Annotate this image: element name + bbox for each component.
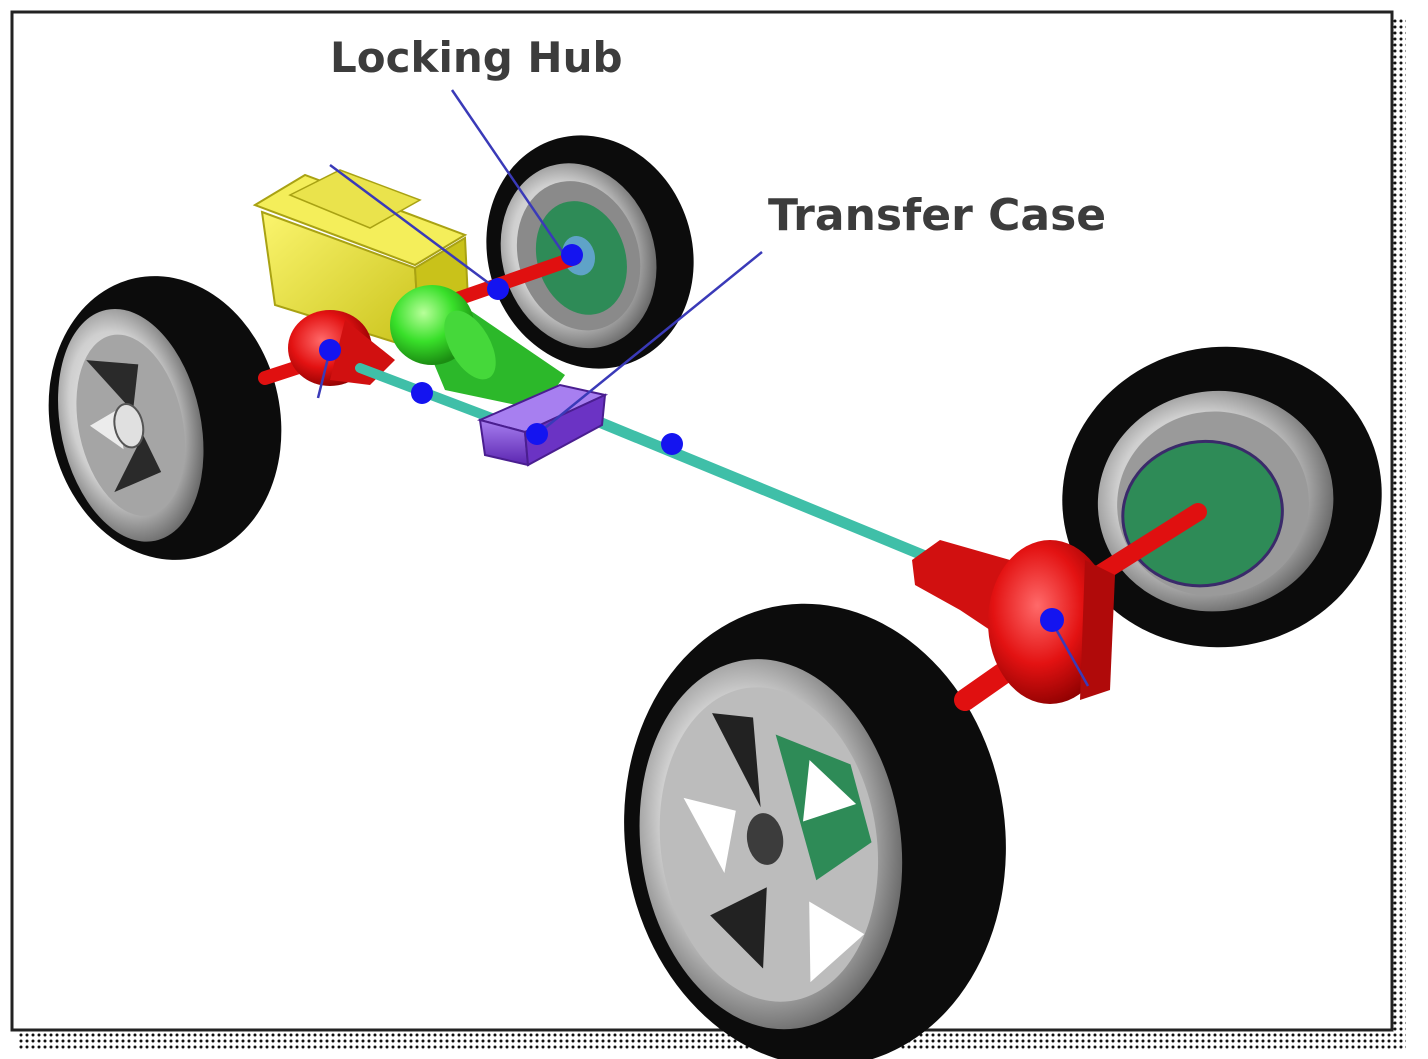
- rear-top-axle: [433, 251, 582, 312]
- engine-leader: [329, 163, 499, 292]
- locking-hub-leader: [450, 89, 570, 261]
- transmission-neck: [444, 310, 496, 380]
- differential-flange: [1080, 560, 1115, 700]
- rear-driveshaft: [564, 404, 931, 562]
- leader-lines: [316, 89, 1090, 687]
- frame-shadow-bottom: [18, 1030, 1406, 1050]
- axle-shaft: [433, 251, 582, 312]
- differential-cone: [330, 320, 395, 385]
- front-left-wheel: [48, 276, 282, 560]
- hub-center: [113, 402, 145, 449]
- spoke: [114, 434, 162, 493]
- locking-hub-label: Locking Hub: [330, 33, 623, 82]
- transfer-case-label: Transfer Case: [768, 190, 1106, 241]
- transfer-case-side: [523, 393, 607, 467]
- transfer-case-dot: [526, 423, 548, 445]
- rear-driveshaft-dot: [661, 433, 683, 455]
- spoke: [803, 760, 857, 822]
- rear-right-wheel: [1062, 346, 1382, 648]
- rear-right-axle: [1081, 503, 1207, 589]
- transmission: [390, 285, 565, 410]
- front-diff-dot: [319, 339, 341, 361]
- rear-diff-leader: [1050, 621, 1090, 687]
- axle-joint-dot: [487, 278, 509, 300]
- frame-shadow-right: [1392, 18, 1406, 1048]
- differential-cone: [912, 540, 1010, 640]
- hub-center: [746, 813, 784, 865]
- spoke: [86, 360, 139, 412]
- transfer-case: [476, 383, 609, 467]
- joint-markers: [319, 244, 1064, 632]
- spoke: [710, 887, 767, 969]
- engine-ridge: [288, 169, 422, 229]
- front-driveshaft-dot: [411, 382, 433, 404]
- locking-hub-dot: [561, 244, 583, 266]
- rear-diff-dot: [1040, 608, 1064, 632]
- front-driveshaft: [355, 363, 515, 430]
- spoke: [712, 713, 761, 808]
- transfer-case-leader: [539, 251, 763, 433]
- spoke: [809, 901, 865, 983]
- spoke: [683, 797, 736, 873]
- front-right-wheel: [624, 603, 1006, 1059]
